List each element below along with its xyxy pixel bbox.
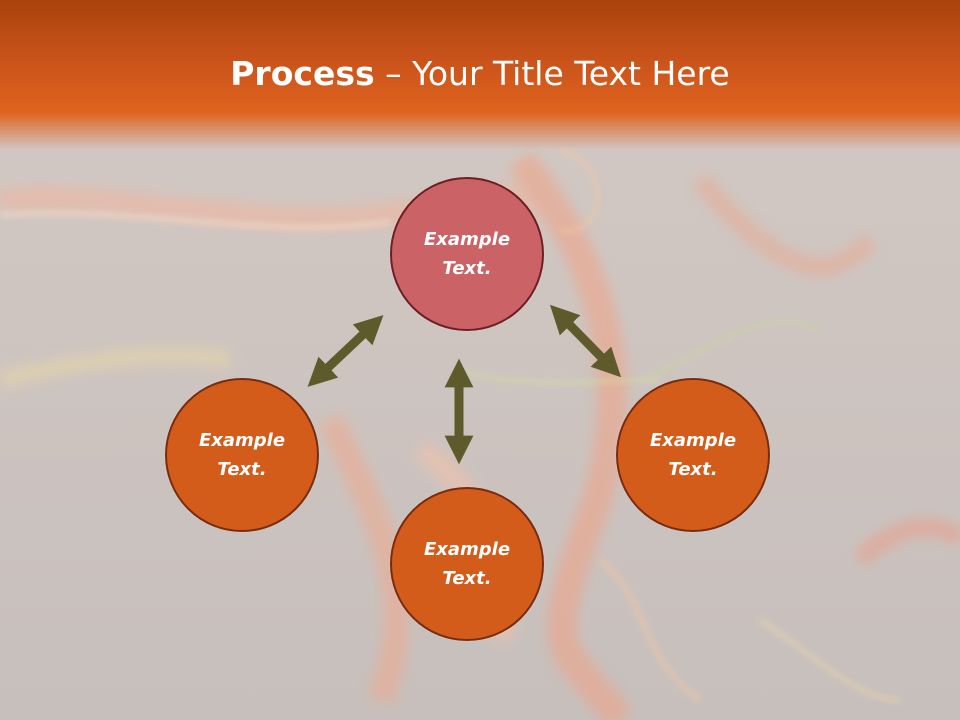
title-rest: – Your Title Text Here	[374, 54, 730, 93]
title-bar	[0, 0, 960, 150]
process-node-left-label: Example Text.	[198, 430, 286, 480]
arrow-top-right	[549, 304, 622, 378]
process-node-left: Example Text.	[165, 378, 319, 532]
process-node-top-label: Example Text.	[423, 229, 511, 279]
process-node-bottom: Example Text.	[390, 487, 544, 641]
process-node-right-label: Example Text.	[649, 430, 737, 480]
slide-title: Process – Your Title Text Here	[0, 52, 960, 96]
title-bold: Process	[230, 54, 375, 93]
arrow-top-left	[307, 315, 384, 387]
process-node-bottom-label: Example Text.	[423, 539, 511, 589]
process-node-top: Example Text.	[390, 177, 544, 331]
process-node-right: Example Text.	[616, 378, 770, 532]
